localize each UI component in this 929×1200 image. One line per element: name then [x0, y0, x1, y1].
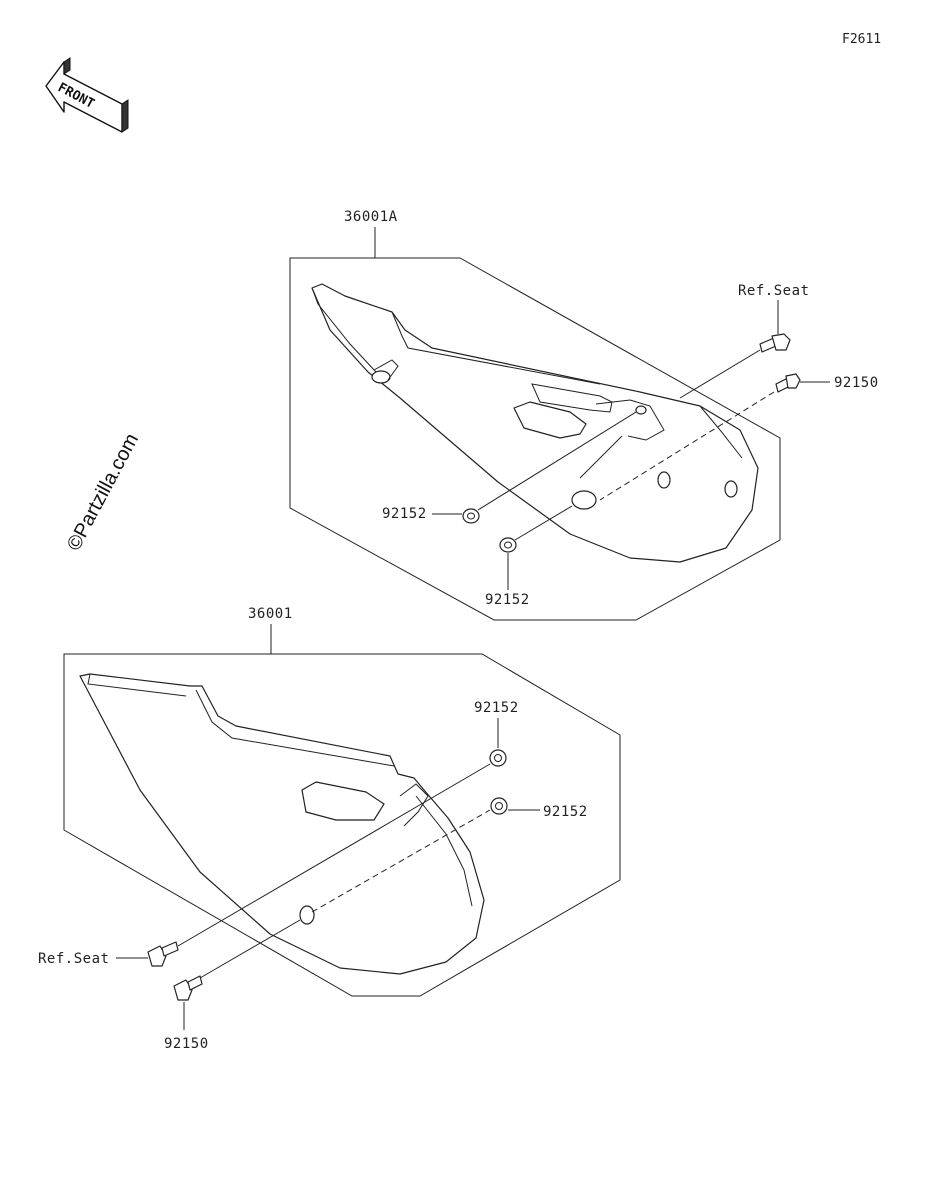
- lower-washer-top-label: 92152: [474, 700, 519, 716]
- lower-bolt-92150-icon: [173, 975, 203, 1001]
- lower-bolt-label: 92150: [164, 1036, 209, 1052]
- lower-ref-seat-label: Ref.Seat: [38, 951, 109, 967]
- upper-washer-left-icon: [462, 508, 480, 524]
- upper-washer-bottom-icon: [499, 537, 517, 553]
- upper-assembly: 36001A Ref.Seat 92150: [289, 209, 879, 621]
- figure-code: F2611: [842, 32, 881, 47]
- lower-washer-right-label: 92152: [543, 804, 588, 820]
- lower-frame: [63, 653, 621, 997]
- upper-part-number: 36001A: [344, 209, 398, 225]
- lower-washer-top-icon: [489, 749, 507, 767]
- lower-part-number: 36001: [248, 606, 293, 622]
- front-arrow-icon: FRONT: [45, 57, 129, 133]
- upper-ref-seat-bolt-icon: [759, 333, 791, 353]
- lower-washer-right-icon: [490, 797, 508, 815]
- upper-bolt-92150-icon: [775, 373, 801, 393]
- lower-side-cover: [79, 673, 485, 975]
- lower-assembly: 36001 92152 92152 Ref.Seat: [38, 606, 621, 1052]
- upper-ref-seat-label: Ref.Seat: [738, 283, 809, 299]
- watermark: ©Partzilla.com: [63, 430, 143, 554]
- upper-washer-bottom-label: 92152: [485, 592, 530, 608]
- upper-washer-left-label: 92152: [382, 506, 427, 522]
- upper-bolt-label: 92150: [834, 375, 879, 391]
- lower-ref-seat-bolt-icon: [147, 941, 179, 967]
- upper-frame: [289, 257, 781, 621]
